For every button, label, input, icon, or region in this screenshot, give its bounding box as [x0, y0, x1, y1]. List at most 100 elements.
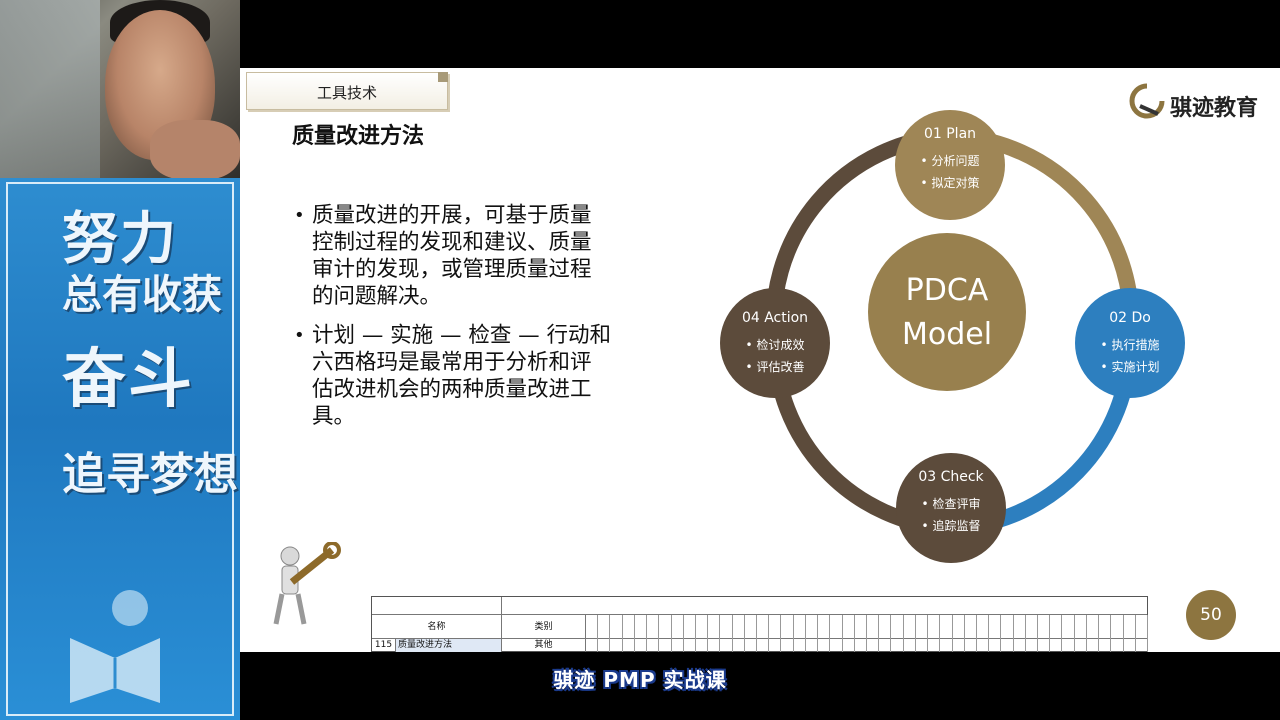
tag-fold — [438, 72, 448, 82]
table-grid-column — [1075, 615, 1087, 652]
pdca-diagram: PDCA Model 01 Plan • 分析问题 • 拟定对策 02 Do •… — [710, 98, 1185, 563]
logo-mark-icon — [1129, 83, 1165, 119]
table-grid-column — [891, 615, 904, 652]
pdca-center: PDCA Model — [868, 233, 1026, 391]
row-index: 115 — [372, 639, 396, 652]
table-grid-column — [843, 615, 855, 652]
table-grid-column — [696, 615, 709, 652]
slide-title: 质量改进方法 — [292, 124, 425, 149]
pdca-action: 04 Action • 检讨成效 • 评估改善 — [720, 288, 830, 398]
table-header-row — [372, 597, 1147, 615]
table-grid-column — [1014, 615, 1026, 652]
plan-title: 01 Plan — [923, 126, 977, 142]
table-grid-column — [830, 615, 843, 652]
table-grid-column — [659, 615, 672, 652]
action-title: 04 Action — [741, 310, 809, 326]
banner-line-1: 努力 — [62, 207, 178, 272]
table-grid-column — [953, 615, 965, 652]
pdca-check: 03 Check • 检查评审 • 追踪监督 — [896, 453, 1006, 563]
plan-item: • 分析问题 — [920, 154, 980, 168]
table-grid-column — [940, 615, 953, 652]
table-grid-column — [1099, 615, 1112, 652]
table-grid-column — [855, 615, 867, 652]
do-title: 02 Do — [1109, 310, 1151, 326]
table-row: 115 质量改进方法 其他 — [372, 639, 1147, 652]
table-grid-column — [745, 615, 758, 652]
table-grid-column — [781, 615, 794, 652]
table-grid-column — [757, 615, 770, 652]
table-grid-column — [806, 615, 819, 652]
table-grid-column — [769, 615, 782, 652]
banner-line-4: 追寻梦想 — [62, 449, 238, 500]
table-grid-column — [610, 615, 623, 652]
bullet-text: 质量改进的开展，可基于质量控制过程的发现和建议、质量审计的发现，或管理质量过程的… — [312, 203, 592, 309]
table-grid-column — [635, 615, 648, 652]
table-grid-column — [904, 615, 916, 652]
table-grid-column — [879, 615, 892, 652]
bullet-item: •质量改进的开展，可基于质量控制过程的发现和建议、质量审计的发现，或管理质量过程… — [292, 202, 612, 310]
table-grid-column — [1087, 615, 1100, 652]
bullet-dot-icon: • — [294, 325, 305, 346]
table-grid-column — [733, 615, 745, 652]
pdca-plan: 01 Plan • 分析问题 • 拟定对策 — [895, 110, 1005, 220]
table-grid-column — [647, 615, 660, 652]
check-title: 03 Check — [918, 469, 984, 485]
action-item: • 检讨成效 — [745, 338, 805, 352]
table-grid-column — [989, 615, 1002, 652]
check-item: • 检查评审 — [921, 497, 981, 511]
table-grid-column — [928, 615, 941, 652]
banner-frame — [6, 182, 234, 716]
row-type: 其他 — [502, 639, 586, 652]
bullet-list: • 质量改进的开展，可基于质量控制过程的发现和建议、质量审计的发现，或管理质量过程… — [292, 202, 612, 442]
presentation-slide: 工具技术 质量改进方法 • 质量改进的开展，可基于质量控制过程的发现和建议、质量审… — [240, 68, 1280, 652]
table-grid-column — [1050, 615, 1063, 652]
table-grid-column — [1136, 615, 1148, 652]
table-subheader-row: 名称 类别 — [372, 615, 1147, 639]
itto-table: 名称 类别 115 质量改进方法 其他 — [371, 596, 1148, 652]
table-grid-column — [867, 615, 880, 652]
table-grid-column — [794, 615, 806, 652]
table-grid-column — [623, 615, 635, 652]
table-grid-column — [1001, 615, 1014, 652]
table-grid-column — [916, 615, 929, 652]
table-grid-column — [977, 615, 990, 652]
motivational-banner: 努力 总有收获 奋斗 追寻梦想 — [0, 178, 240, 720]
table-grid-column — [818, 615, 831, 652]
pdca-do: 02 Do • 执行措施 • 实施计划 — [1075, 288, 1185, 398]
video-subtitle: 骐迹 PMP 实战课 — [553, 668, 727, 692]
section-tag-label: 工具技术 — [316, 84, 377, 102]
brand-logo: 骐迹教育 — [1128, 78, 1278, 128]
table-grid-column — [672, 615, 684, 652]
table-grid-column — [708, 615, 721, 652]
table-cell — [372, 597, 502, 614]
pdca-center-line-2: Model — [901, 317, 993, 352]
table-grid-column — [586, 615, 599, 652]
banner-line-3: 奋斗 — [62, 343, 194, 417]
bullet-item: • 计划 — 实施 — 检查 — 行动和六西格玛是最常用于分析和评估改进机会的两种… — [292, 322, 612, 430]
pdca-center-line-1: PDCA — [905, 273, 989, 308]
do-item: • 实施计划 — [1100, 360, 1160, 374]
check-item: • 追踪监督 — [921, 519, 981, 533]
do-item: • 执行措施 — [1100, 338, 1160, 352]
book-icon — [70, 590, 160, 703]
presenter-hand — [150, 120, 240, 178]
table-grid-column — [1062, 615, 1075, 652]
section-tag: 工具技术 — [246, 72, 448, 110]
table-grid-column — [720, 615, 733, 652]
table-grid-column — [684, 615, 696, 652]
table-grid-column — [1124, 615, 1136, 652]
bullet-text: 计划 — 实施 — 检查 — 行动和六西格玛是最常用于分析和评估改进机会的两种质… — [312, 323, 612, 429]
row-name: 质量改进方法 — [396, 639, 502, 652]
plan-item: • 拟定对策 — [920, 176, 980, 190]
action-item: • 评估改善 — [745, 360, 805, 374]
webcam-video — [0, 0, 240, 178]
table-grid-column — [965, 615, 977, 652]
wrench-figure-icon — [273, 542, 341, 625]
table-grid-column — [1026, 615, 1039, 652]
table-grid-column — [1111, 615, 1124, 652]
table-grid-column — [1038, 615, 1051, 652]
header-type: 类别 — [502, 615, 586, 638]
window-background — [0, 0, 100, 178]
header-name: 名称 — [372, 615, 502, 638]
table-grid-column — [598, 615, 611, 652]
